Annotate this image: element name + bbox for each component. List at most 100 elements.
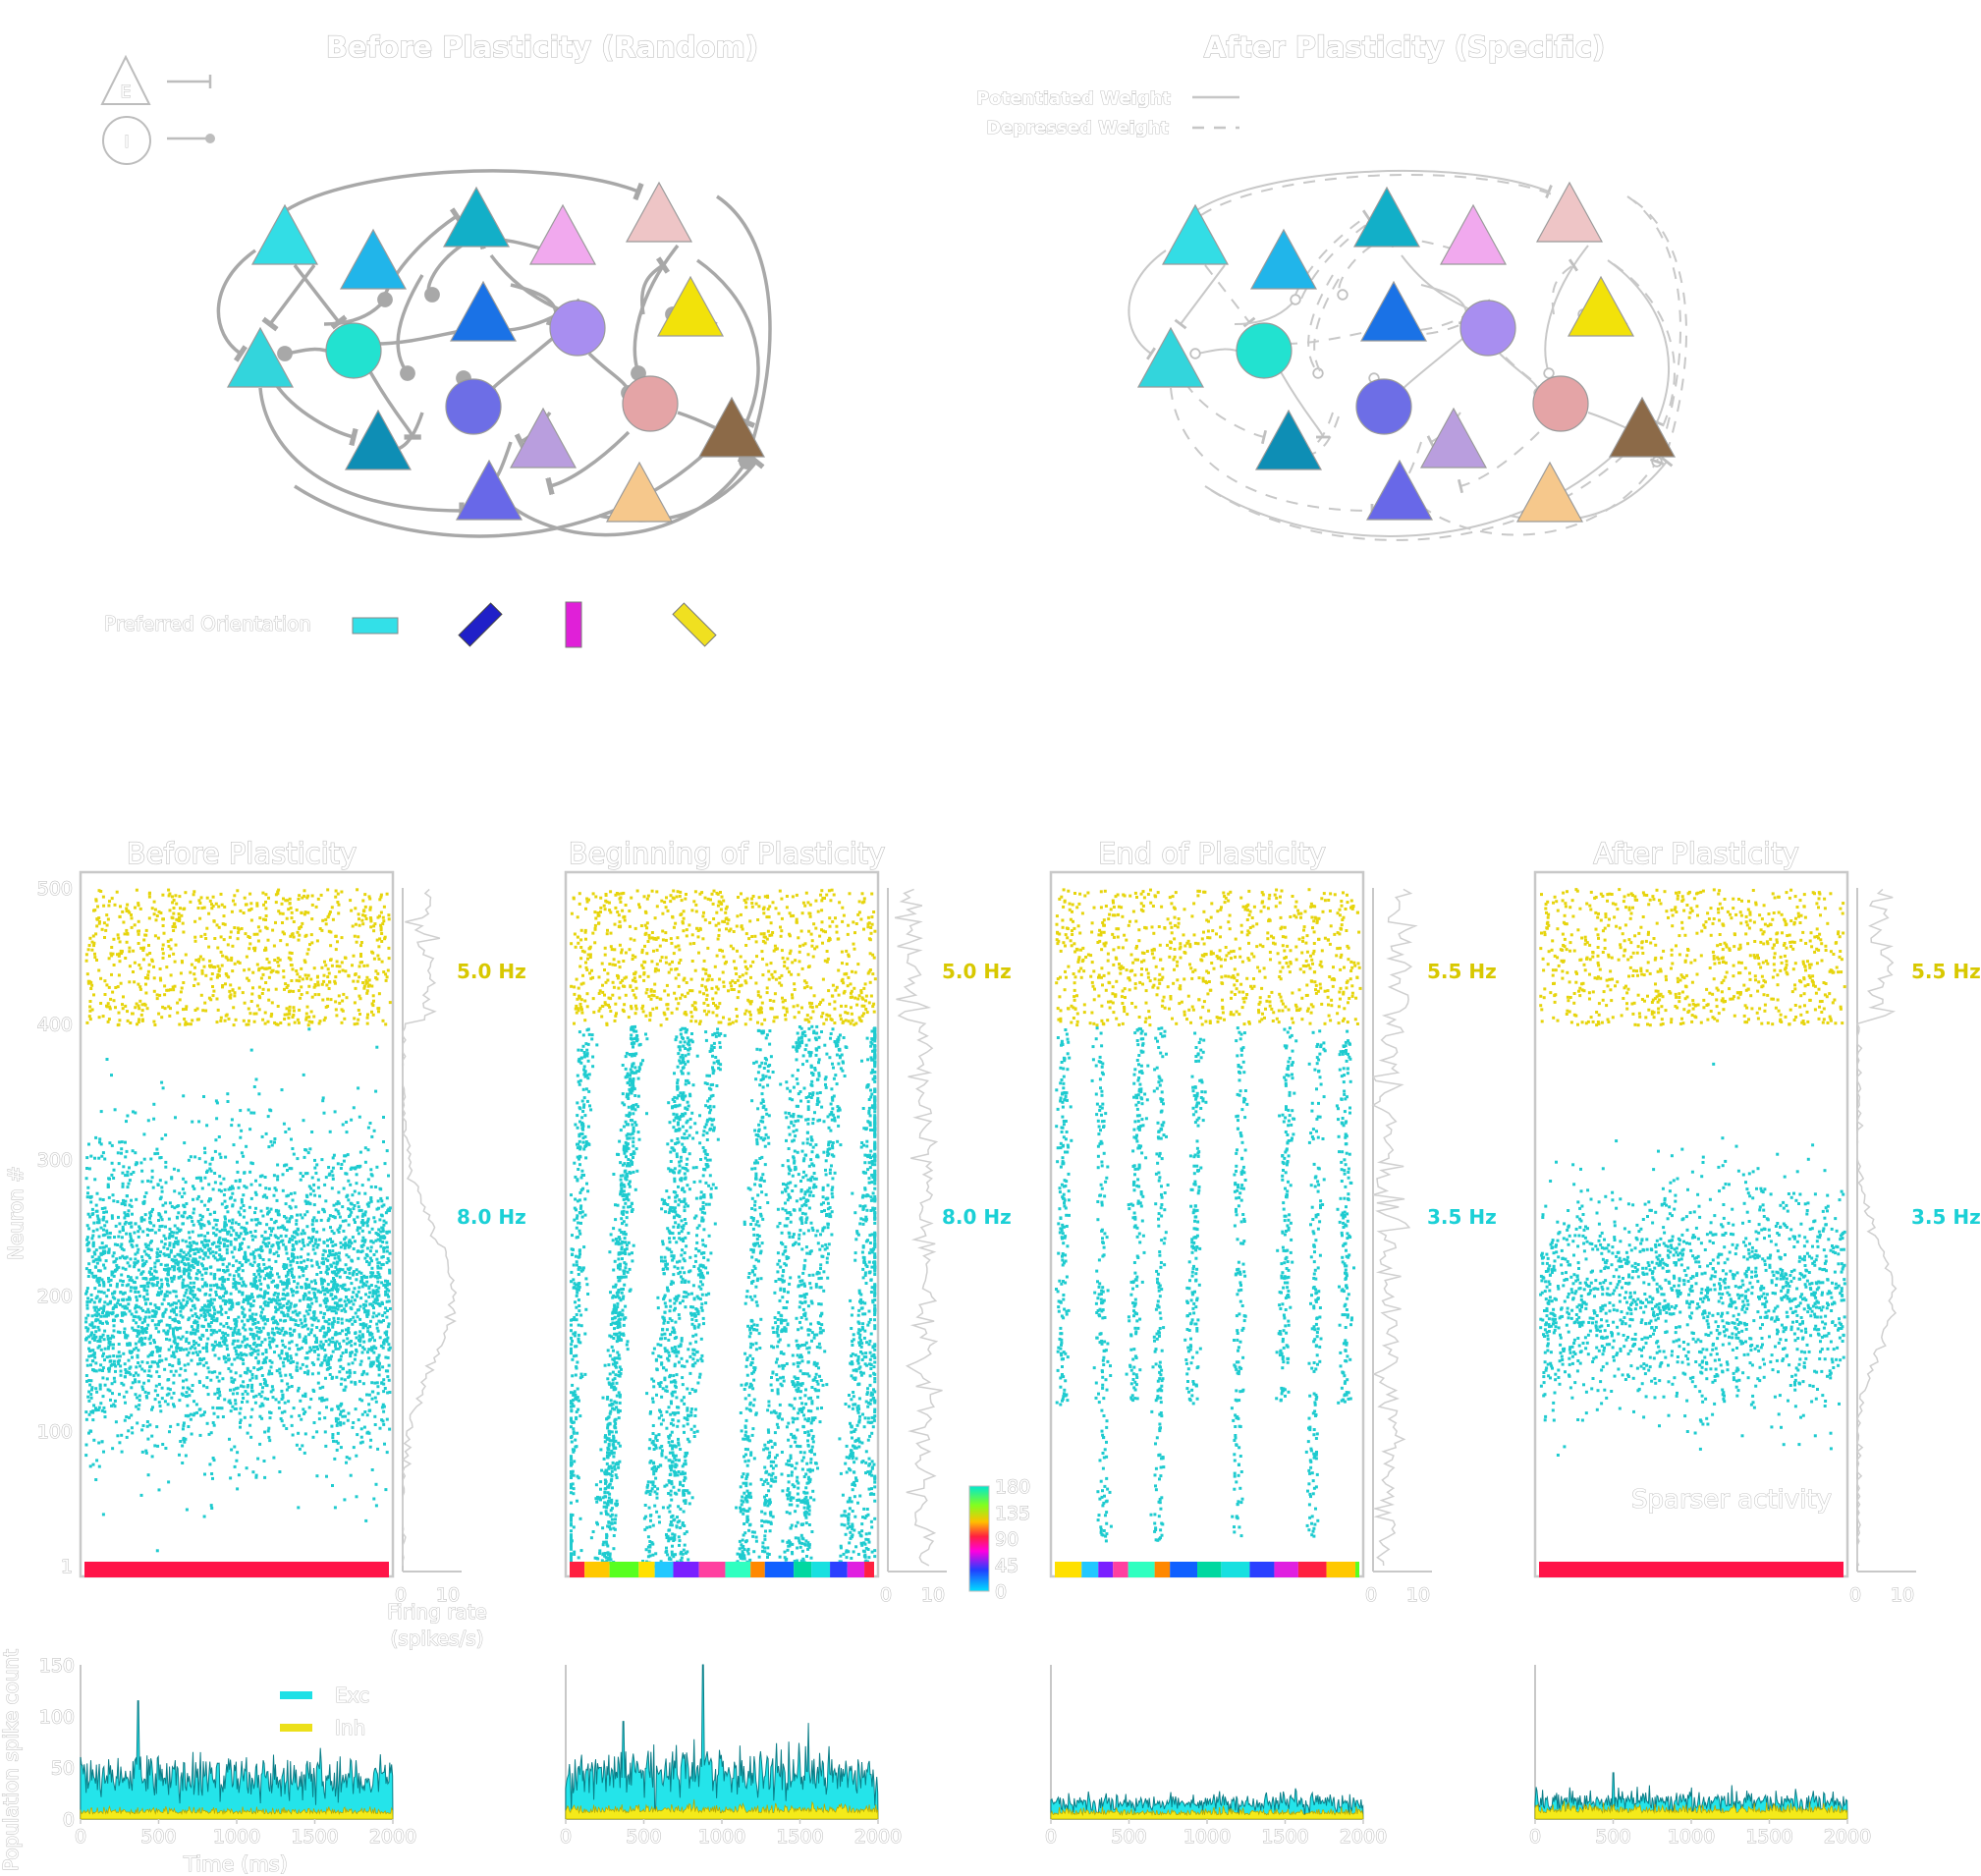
excitatory-neuron [339, 228, 408, 290]
raster-spikes [1055, 888, 1362, 1543]
excitatory-neuron [1161, 203, 1230, 265]
raster-panel-title: After Plasticity [1593, 837, 1798, 870]
colorbar-tick: 180 [995, 1476, 1030, 1498]
colorbar-tick: 90 [995, 1529, 1018, 1551]
inh-population-trace [80, 1804, 394, 1820]
population-legend: Exc Inh [280, 1683, 370, 1740]
raster-panel-title: Beginning of Plasticity [569, 837, 886, 870]
orientation-label: Preferred Orientation [104, 612, 311, 635]
depressed-label: Depressed Weight [986, 118, 1169, 138]
legend-e-label: E [121, 83, 132, 102]
colorbar-tick: 135 [995, 1503, 1030, 1524]
rate-tick: 0 [1365, 1584, 1377, 1606]
excitatory-neuron [250, 203, 319, 265]
rate-tick: 10 [436, 1584, 460, 1606]
network-after: After Plasticity (Specific) Potentiated … [975, 29, 1687, 541]
raster-ylabel: Neuron # [4, 1166, 28, 1260]
rate-tick: 0 [880, 1584, 892, 1606]
rate-tick: 0 [395, 1584, 407, 1606]
stimulus-bar [84, 1562, 389, 1577]
population-xtick: 2000 [1340, 1826, 1387, 1848]
exc-population-trace [80, 1700, 394, 1820]
inhibitory-neuron [1236, 322, 1293, 379]
excitatory-neuron [1352, 186, 1421, 248]
orientation-bar-90 [565, 601, 582, 648]
inh-rate-label: 5.5 Hz [1911, 960, 1981, 983]
excitatory-neuron [442, 186, 511, 248]
inhibitory-neuron [1532, 375, 1589, 432]
excitatory-neuron [625, 181, 693, 243]
potentiated-label: Potentiated Weight [976, 88, 1171, 109]
excitatory-neuron [509, 407, 578, 469]
network-before-title: Before Plasticity (Random) [326, 30, 758, 64]
excitatory-neuron [697, 396, 766, 458]
inh-rate-label: 5.0 Hz [942, 960, 1012, 983]
stimulus-bar [570, 1562, 874, 1577]
population-xtick: 0 [1045, 1826, 1057, 1848]
raster-ytick: 300 [37, 1150, 73, 1172]
inh-population-trace [1534, 1800, 1848, 1820]
raster-ytick: 200 [37, 1286, 73, 1307]
excitatory-neuron [455, 459, 523, 521]
excitatory-neuron [1419, 407, 1488, 469]
excitatory-neuron [1608, 396, 1677, 458]
rate-tick: 0 [1849, 1584, 1861, 1606]
population-ytick: 100 [39, 1706, 75, 1728]
raster-spikes [84, 888, 392, 1553]
excitatory-neuron [656, 275, 725, 337]
raster-panel-title: Before Plasticity [127, 837, 357, 870]
orientation-bar-0 [352, 617, 399, 635]
exc-rate-label: 8.0 Hz [457, 1205, 526, 1229]
legend-exc-symbol: E [100, 54, 212, 105]
colorbar-tick: 45 [995, 1555, 1018, 1576]
raster-ytick: 1 [61, 1556, 73, 1577]
excitatory-neuron [1439, 203, 1508, 265]
population-xtick: 1500 [776, 1826, 823, 1848]
inhibitory-neuron [622, 375, 679, 432]
inhibitory-neuron [325, 322, 382, 379]
population-xtick: 1000 [698, 1826, 745, 1848]
population-xtick: 0 [75, 1826, 86, 1848]
network-before-neurons [226, 181, 766, 523]
legend-exc-label: Exc [335, 1683, 369, 1707]
raster-frame [79, 870, 395, 1578]
orientation-bar-45 [458, 602, 503, 647]
rate-tick: 10 [1891, 1584, 1914, 1606]
excitatory-neuron [1365, 459, 1434, 521]
legend-i-label: I [124, 133, 129, 152]
population-xtick: 2000 [854, 1826, 902, 1848]
population-xtick: 2000 [1824, 1826, 1871, 1848]
population-xtick: 1500 [1261, 1826, 1308, 1848]
population-xtick: 500 [1595, 1826, 1630, 1848]
colorbar-tick: 0 [995, 1581, 1007, 1603]
exc-rate-label: 8.0 Hz [942, 1205, 1012, 1229]
excitatory-neuron [1359, 280, 1428, 342]
inh-rate-label: 5.0 Hz [457, 960, 526, 983]
population-ylabel: Population spike count [0, 1649, 23, 1871]
network-after-neurons [1136, 181, 1677, 523]
stimulus-bar [1055, 1562, 1359, 1577]
sparser-annotation: Sparser activity [1631, 1485, 1832, 1515]
excitatory-neuron [1535, 181, 1604, 243]
excitatory-neuron [528, 203, 597, 265]
excitatory-neuron [1254, 409, 1323, 470]
population-xtick: 0 [560, 1826, 572, 1848]
population-xtick: 1000 [213, 1826, 260, 1848]
population-ytick: 0 [63, 1809, 75, 1831]
population-ytick: 50 [51, 1758, 75, 1780]
population-xtick: 500 [1111, 1826, 1146, 1848]
inhibitory-neuron [445, 378, 502, 435]
raster-panel-title: End of Plasticity [1098, 837, 1326, 870]
excitatory-neuron [605, 461, 674, 523]
exc-population-trace [565, 1664, 879, 1820]
raster-spikes [570, 888, 877, 1569]
excitatory-neuron [1249, 228, 1318, 290]
firing-rate-plot: 0 10 [394, 888, 462, 1607]
